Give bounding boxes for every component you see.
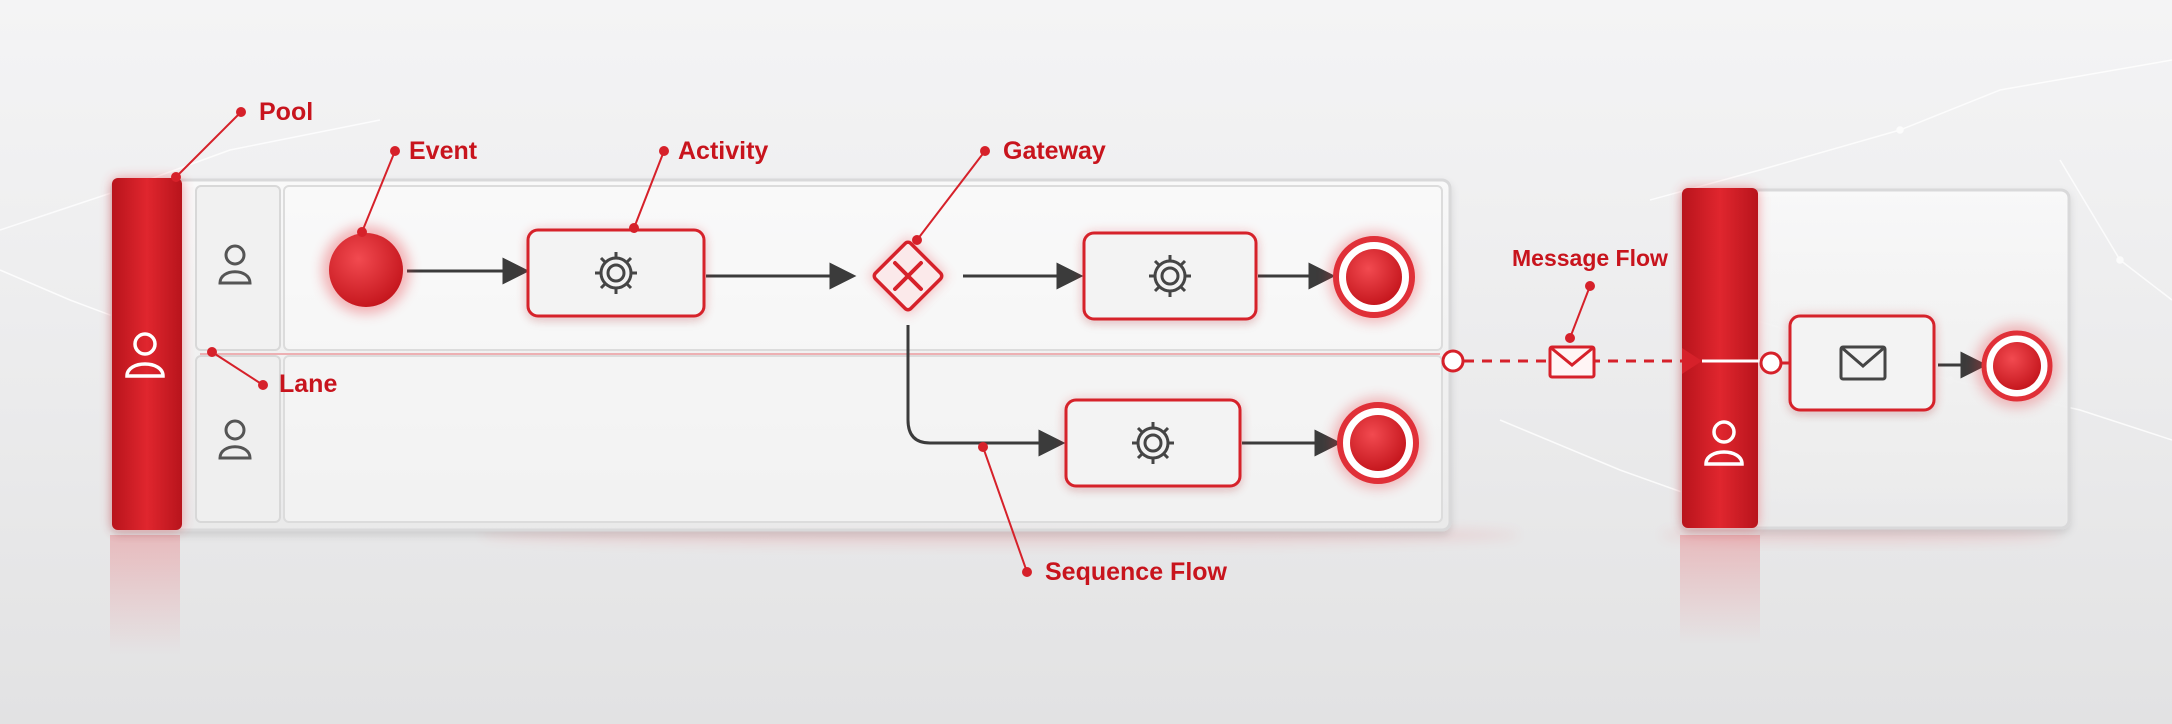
label-event: Event — [409, 137, 478, 165]
task-2[interactable] — [1082, 231, 1258, 321]
message-flow — [1441, 345, 1790, 379]
sequence-flows — [407, 257, 1988, 457]
task-1[interactable] — [526, 228, 706, 318]
label-activity: Activity — [678, 137, 769, 165]
user-icon — [218, 419, 252, 460]
task-3[interactable] — [1064, 398, 1242, 488]
label-lane: Lane — [279, 370, 338, 398]
user-icon — [218, 244, 252, 285]
sequence-flow-gateway-to-task3 — [906, 325, 1066, 457]
envelope-icon — [1839, 345, 1887, 381]
label-message-flow: Message Flow — [1512, 245, 1668, 271]
label-pool: Pool — [259, 98, 314, 126]
gear-icon — [1149, 255, 1191, 297]
label-sequence-flow: Sequence Flow — [1045, 558, 1227, 586]
lane-2 — [283, 355, 1443, 523]
label-gateway: Gateway — [1003, 137, 1106, 165]
pool-right-header — [1682, 188, 1758, 528]
user-icon — [1704, 420, 1744, 466]
start-event[interactable] — [322, 226, 410, 314]
user-icon — [125, 332, 165, 378]
lane-1-header — [195, 185, 281, 351]
gear-icon — [595, 252, 637, 294]
lane-1 — [283, 185, 1443, 351]
end-event-3[interactable] — [1975, 324, 2059, 408]
callout-leaders — [171, 107, 1595, 577]
floor-reflection — [110, 525, 2060, 655]
message-task[interactable] — [1788, 314, 1936, 412]
gear-icon — [1132, 422, 1174, 464]
message-flow-source — [1441, 349, 1465, 373]
end-event-1[interactable] — [1328, 231, 1420, 323]
end-event-2[interactable] — [1332, 397, 1424, 489]
message-flow-target — [1759, 351, 1783, 375]
envelope-icon — [1548, 345, 1596, 379]
pool-left — [110, 178, 1452, 532]
x-icon — [893, 261, 923, 291]
